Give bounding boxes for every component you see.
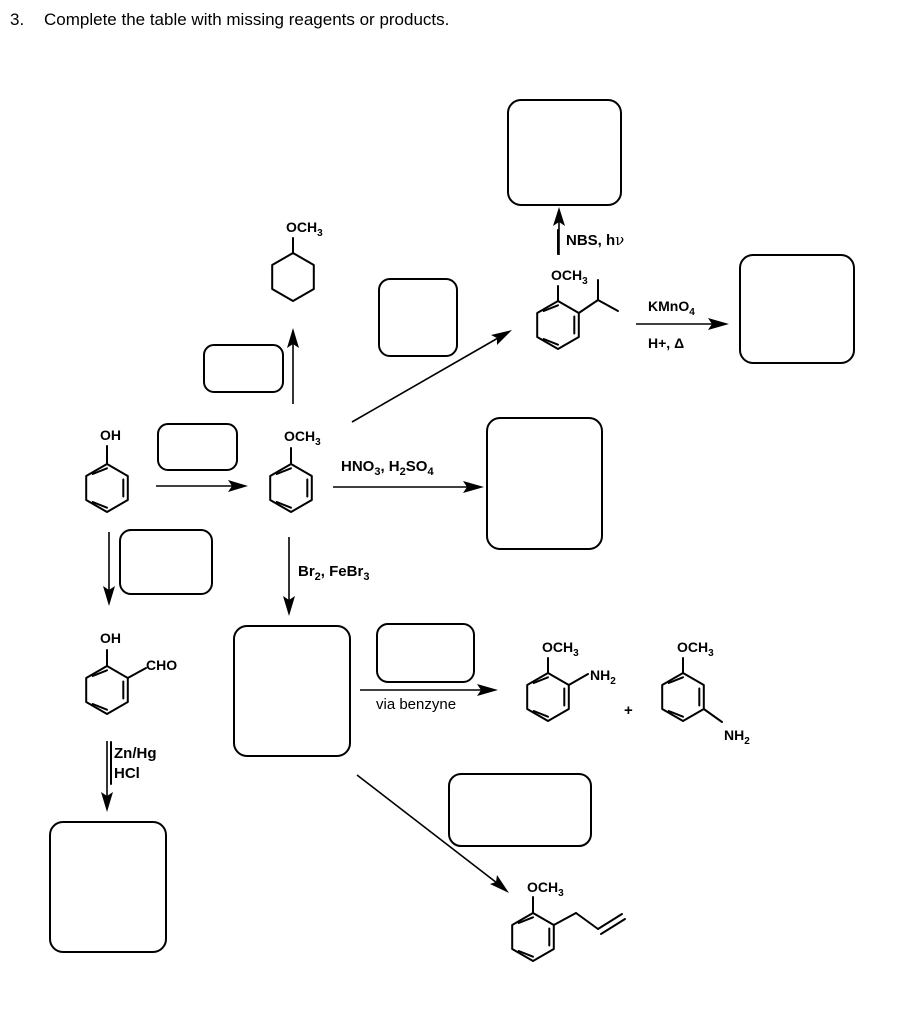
answer-box-kmno4-product[interactable]	[739, 254, 855, 364]
isopropylanisole-molecule: OCH3	[536, 267, 619, 350]
question-text: Complete the table with missing reagents…	[44, 10, 449, 29]
meta-anisidine-och3-label: OCH3	[677, 639, 714, 659]
answer-box-bromination-product[interactable]	[233, 625, 351, 757]
reagent-bromination: Br2, FeBr3	[298, 563, 369, 583]
arrow-nitration	[333, 481, 484, 493]
arrow-benzyne	[360, 684, 498, 696]
ortho-anisidine-molecule: OCH3 NH2	[526, 639, 616, 722]
answer-box-hydrogenation-reagent[interactable]	[203, 344, 284, 393]
answer-box-nbs-product[interactable]	[507, 99, 622, 206]
anisole-och3-label: OCH3	[284, 428, 321, 448]
salicylaldehyde-oh-label: OH	[100, 630, 121, 646]
answer-box-allylation-reagent[interactable]	[448, 773, 592, 847]
meta-anisidine-molecule: OCH3 NH2	[661, 639, 750, 747]
ortho-anisidine-och3-label: OCH3	[542, 639, 579, 659]
reagent-zn-hg: Zn/Hg	[114, 745, 157, 762]
answer-box-benzyne-reagent[interactable]	[376, 623, 475, 683]
arrow-kmno4	[636, 318, 729, 330]
reagent-nitration: HNO3, H2SO4	[341, 458, 434, 478]
reagent-hcl: HCl	[114, 765, 140, 782]
question-number: 3.	[10, 10, 24, 29]
answer-box-alkylation-reagent[interactable]	[378, 278, 458, 357]
phenol-molecule: OH	[85, 427, 129, 513]
answer-box-methylation-reagent[interactable]	[157, 423, 238, 471]
meta-anisidine-nh2-label: NH2	[724, 727, 750, 747]
anisole-molecule: OCH3	[269, 428, 321, 513]
arrow-anisole-to-alkylation	[351, 330, 512, 423]
answer-box-clemmensen-product[interactable]	[49, 821, 167, 953]
arrow-clemmensen	[101, 741, 113, 812]
reagent-acid-heat: H+, Δ	[648, 335, 684, 351]
methoxycyclohexane-molecule: OCH3	[271, 219, 323, 302]
ortho-anisidine-nh2-label: NH2	[590, 667, 616, 687]
isopropylanisole-och3-label: OCH3	[551, 267, 588, 287]
arrow-phenol-to-anisole	[156, 480, 248, 492]
arrow-bromination	[283, 537, 295, 616]
salicylaldehyde-cho-label: CHO	[146, 657, 177, 673]
plus-sign: +	[624, 702, 633, 719]
salicylaldehyde-molecule: OH CHO	[85, 630, 177, 715]
answer-box-formylation-reagent[interactable]	[119, 529, 213, 595]
arrow-phenol-to-salicylaldehyde	[103, 532, 115, 606]
phenol-oh-label: OH	[100, 427, 121, 443]
allylanisole-och3-label: OCH3	[527, 879, 564, 899]
reagent-via-benzyne: via benzyne	[376, 696, 456, 713]
arrow-anisole-to-cyclohexane	[287, 328, 299, 404]
reagent-nbs: NBS, hν	[566, 231, 624, 249]
answer-box-nitration-product[interactable]	[486, 417, 603, 550]
cyclohexane-och3-label: OCH3	[286, 219, 323, 239]
allylanisole-molecule: OCH3	[511, 879, 626, 962]
reagent-kmno4: KMnO4	[648, 298, 695, 318]
arrow-to-allylanisole	[356, 774, 509, 893]
